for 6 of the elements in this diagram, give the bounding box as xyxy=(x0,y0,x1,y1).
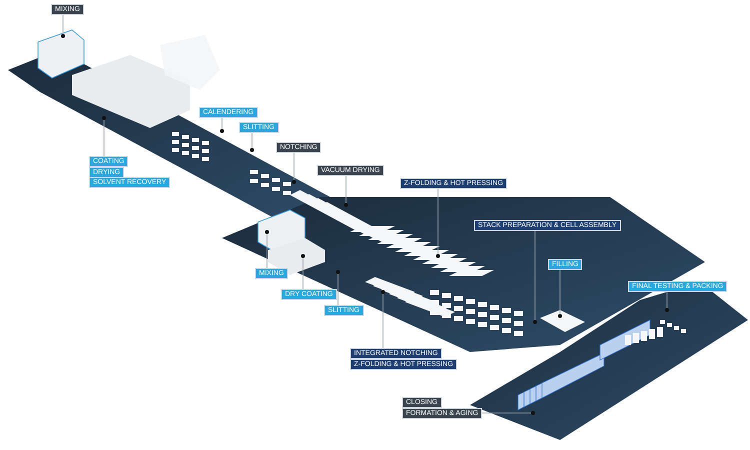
leader-line xyxy=(382,294,384,348)
leader-line xyxy=(666,292,668,308)
leader-line xyxy=(534,230,536,320)
leader-line xyxy=(482,412,532,414)
leader-line xyxy=(302,258,304,290)
leader-line xyxy=(62,14,64,34)
